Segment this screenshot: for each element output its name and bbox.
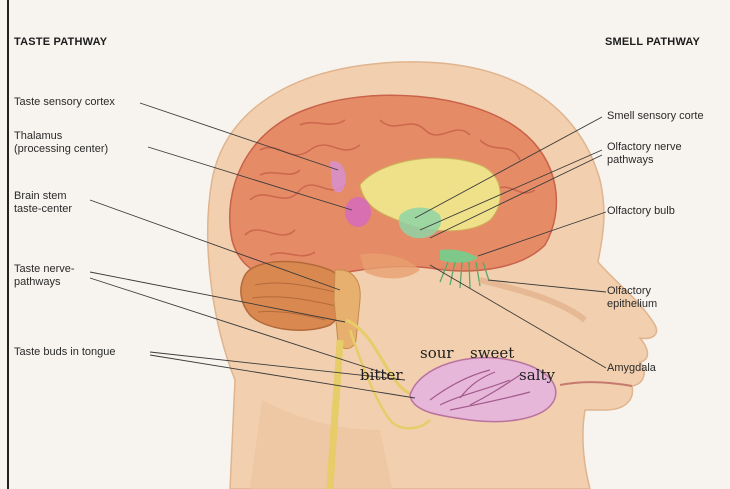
cerebellum (241, 262, 345, 331)
thalamus-label: Thalamus (processing center) (14, 130, 108, 156)
smell-sensory-cortex-label: Smell sensory corte (607, 110, 704, 123)
taste-bitter-label: bitter (360, 366, 403, 384)
olfactory-nerve-pathways-label: Olfactory nerve pathways (607, 141, 682, 167)
olfactory-epithelium-label: Olfactory epithelium (607, 285, 657, 311)
taste-sour-label: sour (420, 344, 454, 362)
taste-buds-label: Taste buds in tongue (14, 346, 116, 359)
amygdala-label: Amygdala (607, 362, 656, 375)
taste-nerve-pathways-label: Taste nerve- pathways (14, 263, 75, 289)
taste-pathway-header: TASTE PATHWAY (14, 36, 107, 48)
taste-sensory-cortex-label: Taste sensory cortex (14, 96, 115, 109)
taste-sweet-label: sweet (470, 344, 514, 362)
left-edge-line (7, 0, 9, 489)
thalamus (345, 197, 371, 227)
brain-stem (334, 270, 360, 349)
cropped-caption (10, 462, 20, 489)
smell-pathway-header: SMELL PATHWAY (605, 36, 700, 48)
taste-salty-label: salty (519, 366, 555, 384)
olfactory-bulb-label: Olfactory bulb (607, 205, 675, 218)
brain-stem-label: Brain stem taste-center (14, 190, 72, 216)
